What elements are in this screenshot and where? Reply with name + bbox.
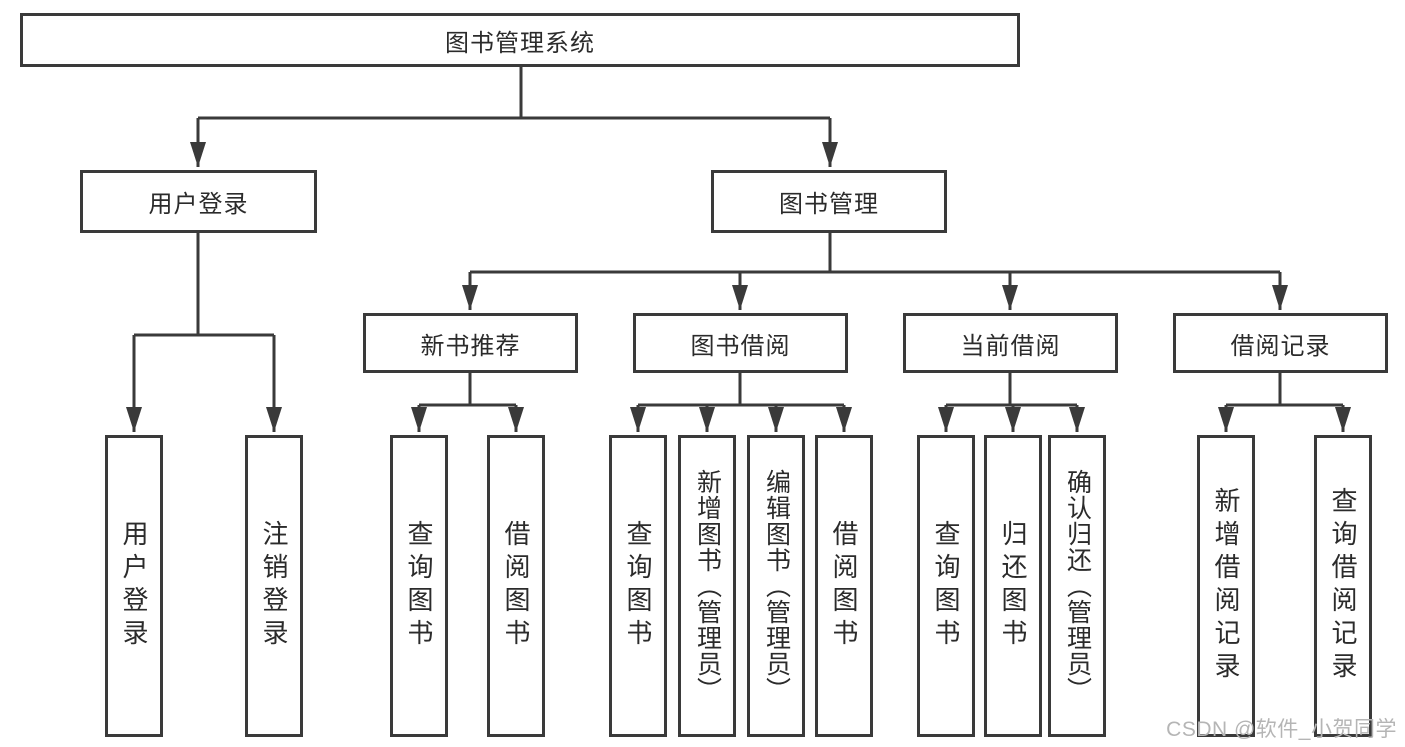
node-leaf-query-books-cb: 查询图书 (917, 435, 975, 737)
node-leaf-add-books-admin: 新增图书（管理员） (678, 435, 736, 737)
node-user-login-label: 用户登录 (148, 191, 249, 218)
node-book-borrowing: 图书借阅 (633, 313, 848, 373)
node-current-borrowing-label: 当前借阅 (960, 332, 1061, 360)
node-leaf-query-books-rec: 查询图书 (390, 435, 448, 737)
node-leaf-borrow-books-rec: 借阅图书 (487, 435, 545, 737)
connector-new-book-rec-to-leaves (411, 373, 524, 432)
connector-book-borrowing-to-leaves (630, 373, 852, 432)
node-leaf-return-books-label: 归还图书 (998, 520, 1028, 652)
connector-book-mgmt-to-level3 (462, 233, 1288, 310)
connector-current-borrowing-to-leaves (938, 373, 1085, 432)
node-leaf-query-books-cb-label: 查询图书 (931, 520, 961, 652)
node-leaf-edit-books-admin: 编辑图书（管理员） (747, 435, 805, 737)
node-leaf-add-books-admin-label: 新增图书（管理员） (693, 469, 722, 703)
node-leaf-borrow-books-bb: 借阅图书 (815, 435, 873, 737)
node-leaf-query-books-rec-label: 查询图书 (404, 520, 434, 652)
node-book-management: 图书管理 (711, 170, 947, 233)
node-leaf-add-borrow-record: 新增借阅记录 (1197, 435, 1255, 737)
node-user-login: 用户登录 (80, 170, 317, 233)
node-leaf-user-login: 用户登录 (105, 435, 163, 737)
node-new-book-recommendation: 新书推荐 (363, 313, 578, 373)
node-leaf-logout-label: 注销登录 (259, 520, 289, 652)
node-borrowing-records: 借阅记录 (1173, 313, 1388, 373)
node-current-borrowing: 当前借阅 (903, 313, 1118, 373)
node-leaf-query-borrow-record: 查询借阅记录 (1314, 435, 1372, 737)
node-borrowing-records-label: 借阅记录 (1230, 332, 1331, 360)
node-leaf-query-borrow-record-label: 查询借阅记录 (1328, 487, 1358, 685)
node-root-label: 图书管理系统 (445, 29, 595, 57)
connector-user-login-to-leaves (126, 233, 282, 432)
node-new-book-recommendation-label: 新书推荐 (420, 332, 521, 360)
node-book-management-label: 图书管理 (779, 191, 879, 218)
node-leaf-confirm-return-admin: 确认归还（管理员） (1048, 435, 1106, 737)
node-leaf-query-books-bb: 查询图书 (609, 435, 667, 737)
node-leaf-borrow-books-bb-label: 借阅图书 (829, 520, 859, 652)
node-leaf-logout: 注销登录 (245, 435, 303, 737)
node-leaf-borrow-books-rec-label: 借阅图书 (501, 520, 531, 652)
node-book-borrowing-label: 图书借阅 (690, 332, 791, 360)
node-leaf-confirm-return-admin-label: 确认归还（管理员） (1063, 469, 1092, 703)
node-leaf-return-books: 归还图书 (984, 435, 1042, 737)
connector-borrowing-records-to-leaves (1218, 373, 1351, 432)
node-root-library-system: 图书管理系统 (20, 13, 1020, 67)
csdn-watermark: CSDN @软件_小贺同学 (1166, 718, 1397, 741)
node-leaf-edit-books-admin-label: 编辑图书（管理员） (762, 469, 791, 703)
node-leaf-add-borrow-record-label: 新增借阅记录 (1211, 487, 1241, 685)
connector-root-to-level2 (190, 66, 838, 167)
node-leaf-user-login-label: 用户登录 (119, 520, 149, 652)
node-leaf-query-books-bb-label: 查询图书 (623, 520, 653, 652)
